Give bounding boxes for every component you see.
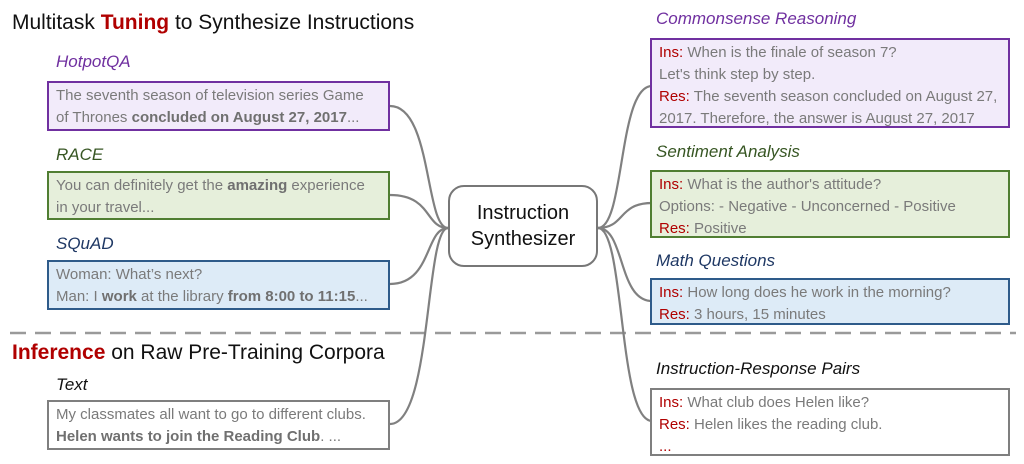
- race-label: RACE: [56, 145, 104, 164]
- tuning-heading: Multitask Tuning to Synthesize Instructi…: [12, 11, 415, 34]
- text-box: My classmates all want to go to differen…: [47, 400, 390, 450]
- pairs-box: Ins: What club does Helen like? Res: Hel…: [650, 388, 1010, 456]
- connector-hotpotqa: [389, 104, 449, 230]
- math-box: Ins: How long does he work in the mornin…: [650, 278, 1010, 325]
- connector-race: [389, 193, 449, 230]
- pairs-ins: Ins: What club does Helen like?: [659, 394, 870, 411]
- squad-line1: Woman: What’s next?: [56, 266, 203, 283]
- commonsense-res-cont: 2017. Therefore, the answer is August 27…: [659, 110, 975, 127]
- text-line2: Helen wants to join the Reading Club. ..…: [56, 428, 342, 445]
- race-box: You can definitely get the amazing exper…: [47, 171, 390, 220]
- commonsense-res: Res: The seventh season concluded on Aug…: [659, 88, 998, 105]
- sentiment-box: Ins: What is the author's attitude? Opti…: [650, 170, 1010, 238]
- commonsense-box: Ins: When is the finale of season 7? Let…: [650, 38, 1010, 128]
- hotpotqa-label: HotpotQA: [56, 52, 131, 71]
- squad-box: Woman: What’s next? Man: I work at the l…: [47, 260, 390, 310]
- squad-label: SQuAD: [56, 234, 114, 253]
- sentiment-options: Options: - Negative - Unconcerned - Posi…: [659, 198, 956, 215]
- commonsense-ins: Ins: When is the finale of season 7?: [659, 44, 897, 61]
- inference-heading: Inference on Raw Pre-Training Corpora: [12, 341, 385, 364]
- text-line1: My classmates all want to go to differen…: [56, 406, 366, 423]
- math-res: Res: 3 hours, 15 minutes: [659, 306, 826, 323]
- connector-commonsense: [597, 84, 653, 230]
- math-label: Math Questions: [656, 251, 776, 270]
- connector-sentiment: [597, 201, 653, 230]
- pairs-label: Instruction-Response Pairs: [656, 359, 861, 378]
- pairs-ellipsis: ...: [659, 438, 672, 455]
- instruction-synthesizer-node: Instruction Synthesizer: [448, 185, 598, 267]
- connector-math: [597, 226, 653, 303]
- synthesizer-line2: Synthesizer: [470, 228, 576, 250]
- hotpotqa-line1: The seventh season of television series …: [56, 87, 364, 104]
- pairs-res: Res: Helen likes the reading club.: [659, 416, 883, 433]
- connector-lines: [389, 84, 653, 426]
- hotpotqa-box: The seventh season of television series …: [47, 81, 390, 131]
- connector-text: [389, 226, 449, 426]
- race-line1: You can definitely get the amazing exper…: [56, 177, 365, 194]
- squad-line2: Man: I work at the library from 8:00 to …: [56, 288, 368, 305]
- sentiment-label: Sentiment Analysis: [656, 142, 800, 161]
- commonsense-ins-cont: Let's think step by step.: [659, 66, 816, 83]
- sentiment-res: Res: Positive: [659, 220, 747, 237]
- hotpotqa-line2: of Thrones concluded on August 27, 2017.…: [56, 109, 360, 126]
- sentiment-ins: Ins: What is the author's attitude?: [659, 176, 882, 193]
- connector-pairs: [597, 226, 653, 423]
- math-ins: Ins: How long does he work in the mornin…: [659, 284, 951, 301]
- text-label: Text: [56, 375, 88, 394]
- commonsense-label: Commonsense Reasoning: [656, 9, 857, 28]
- connector-squad: [389, 226, 449, 286]
- race-line2: in your travel...: [56, 199, 155, 216]
- synthesizer-line1: Instruction: [476, 202, 570, 224]
